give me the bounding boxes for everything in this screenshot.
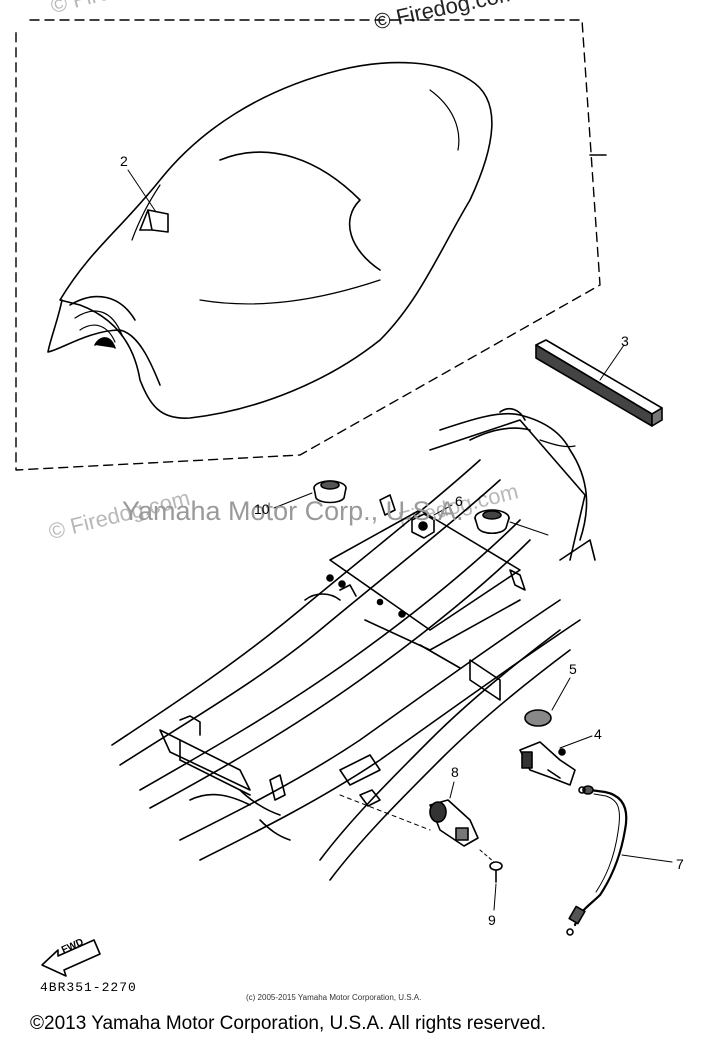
seat-lock-4 — [519, 735, 593, 786]
callout-3: 3 — [621, 333, 629, 349]
damper-strip — [535, 339, 663, 427]
callout-10: 10 — [254, 501, 270, 517]
nut-6 — [411, 504, 453, 539]
footer-copyright: ©2013 Yamaha Motor Corporation, U.S.A. A… — [30, 1013, 546, 1034]
rear-frame — [111, 408, 596, 881]
part-code: 4BR351-2270 — [40, 980, 137, 995]
seat-assembly-boundary — [15, 19, 601, 471]
cap-5 — [524, 677, 571, 727]
footer-copyright-small: (c) 2005-2015 Yamaha Motor Corporation, … — [246, 993, 422, 1002]
screw-9 — [479, 849, 503, 911]
watermark-center: Yamaha Motor Corp., U.S.A. — [122, 496, 464, 526]
callout-6: 6 — [455, 493, 463, 509]
callout-2: 2 — [120, 153, 128, 169]
callout-4: 4 — [594, 726, 602, 742]
grommet-10 — [273, 480, 347, 509]
seat-tag — [127, 169, 169, 233]
fwd-arrow — [41, 939, 101, 977]
callout-7: 7 — [676, 856, 684, 872]
cable-7 — [566, 785, 673, 936]
callout-8: 8 — [451, 764, 459, 780]
callout-9: 9 — [488, 912, 496, 928]
callout-5: 5 — [569, 661, 577, 677]
lock-cylinder-8 — [339, 781, 479, 847]
grommet-right — [474, 509, 549, 536]
frame-holes — [326, 574, 406, 618]
seat — [47, 61, 493, 419]
